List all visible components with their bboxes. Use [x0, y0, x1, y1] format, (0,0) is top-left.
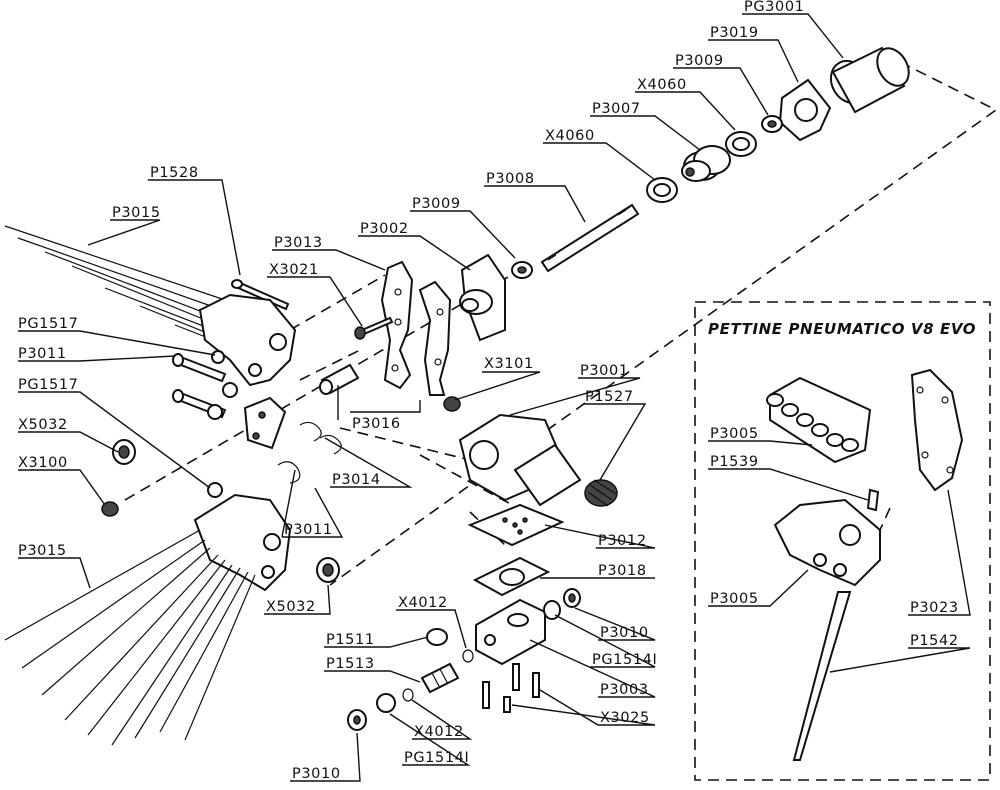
label-p3012: P3012 — [598, 533, 647, 549]
valve-body-part — [458, 413, 582, 507]
lower-comb-tines — [4, 529, 256, 746]
cap-part — [543, 600, 561, 620]
label-p3016: P3016 — [352, 416, 401, 432]
valve-block-part — [475, 598, 546, 666]
label-x5032: X5032 — [18, 417, 68, 433]
inset-title: PETTINE PNEUMATICO V8 EVO — [708, 320, 976, 338]
label-p3008: P3008 — [486, 171, 535, 187]
side-plate-part — [418, 280, 452, 396]
label-pg1517: PG1517 — [18, 377, 78, 393]
label-p1513: P1513 — [326, 656, 375, 672]
gasket-part — [467, 503, 565, 547]
label-p3009: P3009 — [675, 53, 724, 69]
plug-part — [426, 628, 448, 646]
clip-part — [299, 421, 322, 442]
spring-part — [584, 479, 618, 507]
label-x4012: X4012 — [414, 724, 464, 740]
nut-part — [101, 501, 119, 517]
label-p3018: P3018 — [598, 563, 647, 579]
label-p3014: P3014 — [332, 472, 381, 488]
label-pg1514i: PG1514I — [592, 652, 657, 668]
inset-label-p3005: P3005 — [710, 591, 759, 607]
label-x3100: X3100 — [18, 455, 68, 471]
upper-comb-body — [198, 293, 297, 387]
inset-body-part — [773, 498, 881, 587]
label-p3003: P3003 — [600, 682, 649, 698]
inset-tine-part — [792, 591, 852, 761]
label-p3002: P3002 — [360, 221, 409, 237]
screw-part — [482, 663, 540, 713]
label-x4060: X4060 — [545, 128, 595, 144]
label-pg1517: PG1517 — [18, 316, 78, 332]
label-p3011: P3011 — [284, 522, 333, 538]
label-p3009: P3009 — [412, 196, 461, 212]
label-pg3001: PG3001 — [744, 0, 804, 15]
o-ring-part — [462, 649, 474, 663]
label-p3010: P3010 — [292, 766, 341, 782]
label-p3015: P3015 — [18, 543, 67, 559]
label-p3001: P3001 — [580, 363, 629, 379]
label-p3019: P3019 — [710, 25, 759, 41]
label-p1527: P1527 — [585, 389, 634, 405]
bushing-part — [222, 382, 238, 398]
label-p3007: P3007 — [592, 101, 641, 117]
pin-part — [172, 353, 227, 383]
label-p1511: P1511 — [326, 632, 375, 648]
plate-part — [472, 556, 551, 597]
parts — [4, 46, 964, 761]
clip-part — [319, 434, 342, 455]
inset-manifold-part — [766, 376, 872, 464]
fitting-part — [420, 662, 460, 694]
spacer-part — [319, 363, 360, 395]
side-plate-part — [380, 260, 414, 390]
clip-part — [277, 461, 301, 484]
label-x3021: X3021 — [269, 262, 319, 278]
lower-comb-body — [193, 493, 292, 592]
bushing-part — [211, 350, 225, 364]
bearing-part — [316, 557, 340, 583]
label-x4012: X4012 — [398, 595, 448, 611]
label-p1528: P1528 — [150, 165, 199, 181]
label-p3013: P3013 — [274, 235, 323, 251]
nut-part — [443, 396, 461, 412]
label-x4060: X4060 — [637, 77, 687, 93]
label-x3025: X3025 — [600, 710, 650, 726]
piston-part — [681, 145, 731, 182]
label-p3011: P3011 — [18, 346, 67, 362]
part-labels: PG3001 P3019 P3009 X4060 P3007 X4060 P30… — [18, 0, 959, 782]
flange-part — [778, 78, 832, 142]
cylinder-head-part — [459, 253, 506, 342]
cap-part — [376, 693, 396, 713]
inset-label-p1542: P1542 — [910, 633, 959, 649]
inset-box: PETTINE PNEUMATICO V8 EVO — [694, 301, 991, 781]
cylinder-tube-part — [829, 46, 910, 114]
label-pg1514i: PG1514I — [404, 750, 469, 766]
inset-pin-part — [866, 488, 880, 512]
leader-lines — [18, 13, 971, 782]
inset-label-p3023: P3023 — [910, 600, 959, 616]
label-p3010: P3010 — [600, 625, 649, 641]
piston-rod-part — [540, 203, 640, 273]
bearing-part — [112, 439, 136, 465]
o-ring-part — [402, 688, 414, 702]
screw-part — [354, 316, 394, 340]
inset-plate-part — [910, 368, 964, 492]
link-block-part — [243, 396, 287, 450]
inset-label-p3005: P3005 — [710, 426, 759, 442]
label-x3101: X3101 — [484, 356, 534, 372]
label-p3015: P3015 — [112, 205, 161, 221]
bushing-part — [207, 404, 223, 420]
bushing-part — [207, 482, 223, 498]
inset-label-p1539: P1539 — [710, 454, 759, 470]
label-x5032: X5032 — [266, 599, 316, 615]
long-screw-part — [231, 279, 290, 311]
